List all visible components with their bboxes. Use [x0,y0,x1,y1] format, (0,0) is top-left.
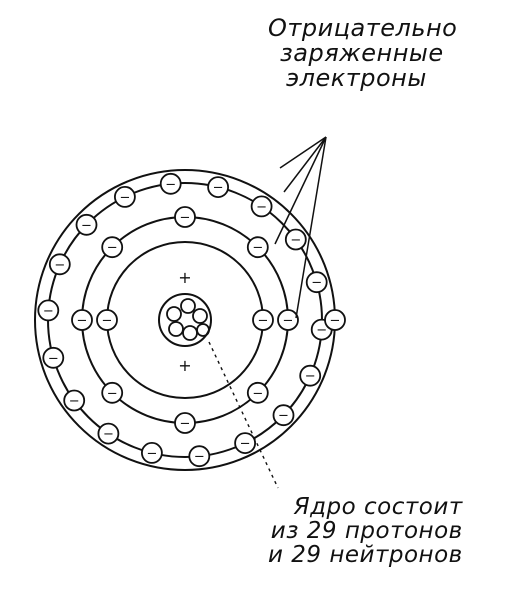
electron: − [72,310,92,330]
electron: − [189,446,209,466]
electron-sign: − [107,241,118,256]
nucleon [183,326,197,340]
electron-sign: − [290,233,301,248]
electron-sign: − [146,446,157,461]
electron-sign: − [311,276,322,291]
electron: − [50,254,70,274]
electron-sign: − [194,450,205,465]
electron-sign: − [252,386,263,401]
electron: − [102,383,122,403]
electron: − [286,230,306,250]
nucleon [197,324,209,336]
electron: − [161,174,181,194]
electron-sign: − [278,409,289,424]
electrons-label-line-3: электроны [268,66,457,91]
electron: − [115,187,135,207]
electron: − [253,310,273,330]
electron-sign: − [165,177,176,192]
electron-sign: − [256,200,267,215]
nucleon [193,309,207,323]
nucleon [169,322,183,336]
electron: − [248,383,268,403]
pointer-line [284,137,326,192]
electron: − [102,237,122,257]
electron: − [307,272,327,292]
electron-sign: − [43,304,54,319]
electron-sign: − [69,394,80,409]
electron-sign: − [119,190,130,205]
electron-sign: − [180,417,191,432]
electron: − [142,443,162,463]
electron: − [274,405,294,425]
nucleon [181,299,195,313]
electron: − [235,433,255,453]
electrons-label: Отрицательно заряженные электроны [268,16,457,92]
electron-sign: − [283,314,294,329]
electron: − [43,348,63,368]
electron: − [325,310,345,330]
electron-sign: − [252,241,263,256]
nucleus-label: Ядро состоит из 29 протонов и 29 нейтрон… [268,495,463,567]
electrons: −−−−−−−−−−−−−−−−−−−−−−−−−−−−− [38,174,345,466]
electron-sign: − [48,351,59,366]
electron: − [175,207,195,227]
electron-sign: − [102,314,113,329]
electron-sign: − [103,427,114,442]
nucleus: + + [159,268,211,375]
electron-sign: − [54,258,65,273]
electrons-label-line-2: заряженные [268,41,457,66]
electron-sign: − [330,314,341,329]
electron: − [98,424,118,444]
nucleon [167,307,181,321]
electron: − [248,237,268,257]
nucleus-label-line-2: из 29 протонов [268,519,463,543]
electron-sign: − [81,218,92,233]
electrons-label-line-1: Отрицательно [268,16,457,41]
electron: − [38,300,58,320]
electron-sign: − [77,314,88,329]
electron-sign: − [180,211,191,226]
proton-sign-bottom: + [178,356,191,375]
electron-sign: − [305,369,316,384]
nucleus-label-line-3: и 29 нейтронов [268,543,463,567]
electron: − [252,196,272,216]
electron: − [278,310,298,330]
electron: − [208,177,228,197]
pointer-line [275,137,326,244]
electron: − [97,310,117,330]
electron-sign: − [258,314,269,329]
electron: − [300,366,320,386]
electron: − [175,413,195,433]
proton-sign-top: + [178,268,191,287]
electron: − [64,391,84,411]
electron: − [77,215,97,235]
electron-sign: − [213,181,224,196]
electron-sign: − [107,386,118,401]
electron-sign: − [240,437,251,452]
nucleus-label-line-1: Ядро состоит [268,495,463,519]
